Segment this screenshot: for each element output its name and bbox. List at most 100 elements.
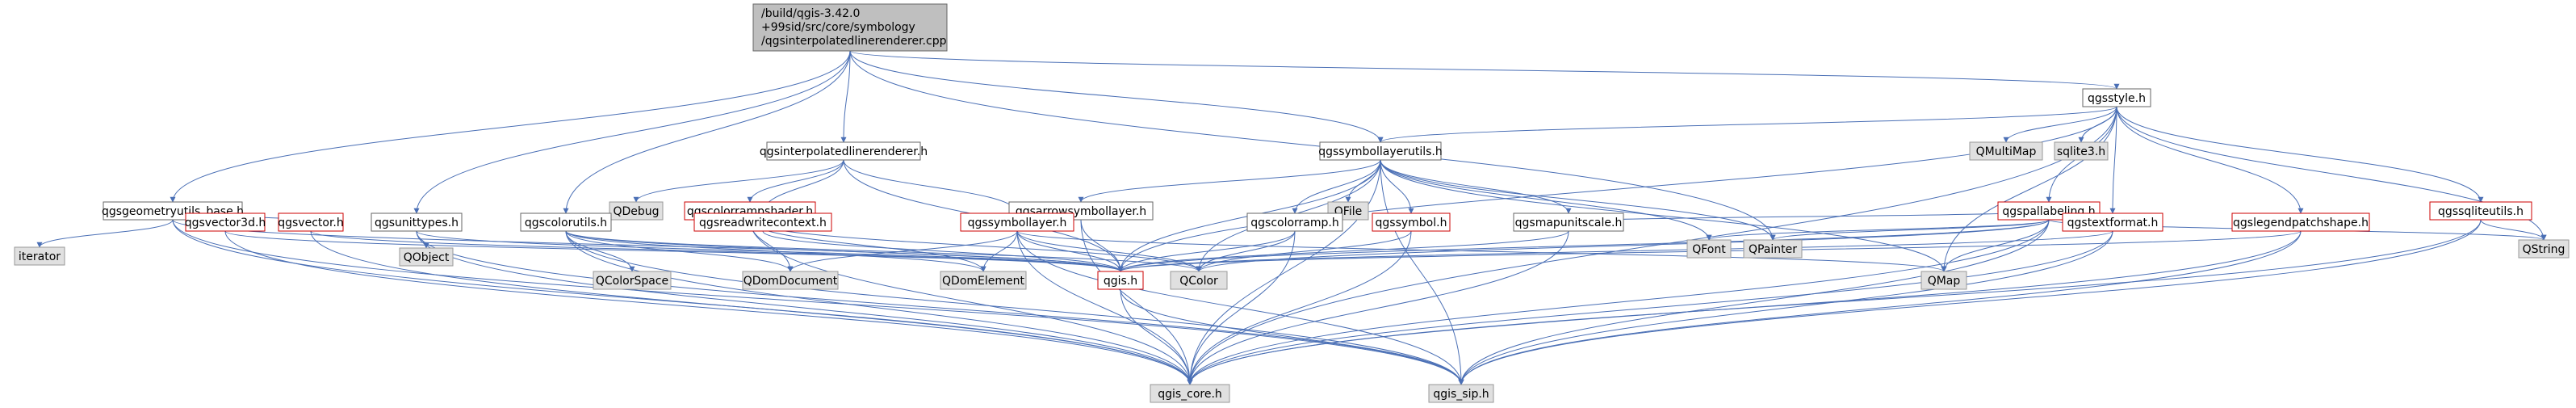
node-qmultimap[interactable]: QMultiMap <box>1969 141 2043 161</box>
edge-symlayerutils-to-qgis_sip <box>1380 159 1464 385</box>
edge-colorramp-to-qgis <box>1117 230 1296 272</box>
edge-style-to-legendpatch <box>2116 106 2304 214</box>
edge-colorutils-to-qcolorspace <box>565 230 635 272</box>
edge-style-to-qgis <box>1117 106 2117 272</box>
edge-symbol-to-qcolor <box>1196 230 1412 272</box>
node-label: qgssymbollayerutils.h <box>1318 145 1443 158</box>
node-qgis-sip[interactable]: qgis_sip.h <box>1428 384 1494 403</box>
edge-geomutils-to-qgis_sip <box>172 219 1464 385</box>
edge-readwrite-to-qgis <box>762 230 1124 272</box>
node-box <box>766 141 921 161</box>
node-label: qgscolorutils.h <box>525 217 607 229</box>
edge-style-to-symlayerutils <box>1377 106 2117 143</box>
edge-symlayerutils-to-qgis_core <box>1187 159 1381 385</box>
edge-symlayerutils-to-mapunitscale <box>1380 159 1572 214</box>
edge-pallabeling-to-qgis <box>1117 219 2050 272</box>
edge-mapunitscale-to-qgis <box>1117 230 1569 272</box>
node-iterator[interactable]: iterator <box>14 246 65 266</box>
node-label: QColorSpace <box>596 275 668 288</box>
node-label: QMap <box>1928 275 1961 288</box>
node-box <box>371 212 463 232</box>
node-label: qgsvector.h <box>278 217 344 229</box>
edge-qgis-to-qgis_sip <box>1120 288 1464 385</box>
node-symlayerutils[interactable]: qgssymbollayerutils.h <box>1318 141 1443 161</box>
node-qcolor[interactable]: QColor <box>1170 271 1228 290</box>
node-readwrite[interactable]: qgsreadwritecontext.h <box>693 212 832 232</box>
edge-symlayerutils-to-symbol <box>1380 159 1414 214</box>
edge-mapunitscale-to-qgis_core <box>1187 230 1569 385</box>
node-vector3d[interactable]: qgsvector3d.h <box>185 212 266 232</box>
node-qdomelement[interactable]: QDomElement <box>940 271 1027 290</box>
node-style[interactable]: qgsstyle.h <box>2082 88 2151 107</box>
edge-root-to-qpainter <box>849 50 1776 241</box>
node-qpainter[interactable]: QPainter <box>1743 239 1803 259</box>
node-unittypes[interactable]: qgsunittypes.h <box>371 212 463 232</box>
node-mapunitscale[interactable]: qgsmapunitscale.h <box>1513 212 1624 232</box>
node-box <box>960 212 1074 232</box>
node-qdomdocument[interactable]: QDomDocument <box>742 271 839 290</box>
node-label: qgssymbol.h <box>1376 217 1447 229</box>
node-label: QDomDocument <box>743 275 838 288</box>
node-qdebug[interactable]: QDebug <box>609 201 664 221</box>
node-qstring[interactable]: QString <box>2518 239 2570 259</box>
node-box <box>1246 212 1343 232</box>
root-file-node[interactable]: /build/qgis-3.42.0 +99sid/src/core/symbo… <box>752 3 948 52</box>
node-label: QPainter <box>1749 243 1797 256</box>
node-textformat[interactable]: qgstextformat.h <box>2062 212 2163 232</box>
node-interp[interactable]: qgsinterpolatedlinerenderer.h <box>760 141 928 161</box>
node-box <box>1150 384 1230 403</box>
node-box <box>399 247 454 267</box>
edge-symlayerutils-to-arrowsym <box>1078 159 1381 203</box>
node-box <box>2082 88 2151 107</box>
edge-symlayer-to-qgis_sip <box>1016 230 1464 385</box>
node-box <box>14 246 65 266</box>
node-colorramp[interactable]: qgscolorramp.h <box>1246 212 1343 232</box>
node-qmap[interactable]: QMap <box>1920 271 1967 290</box>
node-qgis-core[interactable]: qgis_core.h <box>1150 384 1230 403</box>
node-box <box>1428 384 1494 403</box>
node-box <box>1686 239 1732 259</box>
edge-pallabeling-to-qgis_core <box>1187 219 2050 385</box>
node-box <box>2231 212 2370 232</box>
edge-interp-to-colorrampshader <box>747 159 844 203</box>
node-label: QDomElement <box>942 275 1024 288</box>
node-qgis[interactable]: qgis.h <box>1097 271 1144 290</box>
dependency-edges <box>36 50 2547 385</box>
node-label: sqlite3.h <box>2057 145 2105 158</box>
root-path-line-3: /qgsinterpolatedlinerenderer.cpp <box>761 35 947 48</box>
root-path-line-1: /build/qgis-3.42.0 <box>761 7 860 20</box>
edge-textformat-to-qgis_sip <box>1458 230 2113 385</box>
node-box <box>1969 141 2043 161</box>
node-colorutils[interactable]: qgscolorutils.h <box>520 212 612 232</box>
edge-colorutils-to-qgis_core <box>565 230 1193 385</box>
node-box <box>278 212 344 232</box>
node-label: qgis.h <box>1104 275 1137 288</box>
edge-root-to-geomutils <box>170 50 851 203</box>
node-box <box>185 212 266 232</box>
edge-symlayer-to-qdomdocument <box>787 230 1018 272</box>
node-sqliteutils[interactable]: qgssqliteutils.h <box>2429 201 2532 221</box>
node-vector[interactable]: qgsvector.h <box>278 212 344 232</box>
node-label: qgscolorramp.h <box>1250 217 1338 229</box>
node-qobject[interactable]: QObject <box>399 247 454 267</box>
edge-symlayer-to-qcolor <box>1016 230 1202 272</box>
edge-root-to-interp <box>840 50 851 143</box>
node-qcolorspace[interactable]: QColorSpace <box>593 271 672 290</box>
node-legendpatch[interactable]: qgslegendpatchshape.h <box>2231 212 2370 232</box>
node-label: QFont <box>1692 243 1726 256</box>
edge-textformat-to-qgis_core <box>1187 230 2113 385</box>
node-symbol[interactable]: qgssymbol.h <box>1372 212 1451 232</box>
node-qfont[interactable]: QFont <box>1686 239 1732 259</box>
edge-style-to-qmap <box>1941 106 2117 272</box>
edge-pallabeling-to-qpainter <box>1770 219 2050 241</box>
node-box <box>1920 271 1967 290</box>
node-box <box>1319 141 1442 161</box>
node-box <box>1513 212 1624 232</box>
node-label: qgsmapunitscale.h <box>1515 217 1623 229</box>
edge-symlayerutils-to-qmap <box>1380 159 1947 272</box>
node-label: QString <box>2523 243 2566 256</box>
edge-vector3d-to-qgis <box>224 230 1124 272</box>
node-label: QColor <box>1179 275 1218 288</box>
node-symlayer[interactable]: qgssymbollayer.h <box>960 212 1074 232</box>
node-sqlite3[interactable]: sqlite3.h <box>2054 141 2109 161</box>
